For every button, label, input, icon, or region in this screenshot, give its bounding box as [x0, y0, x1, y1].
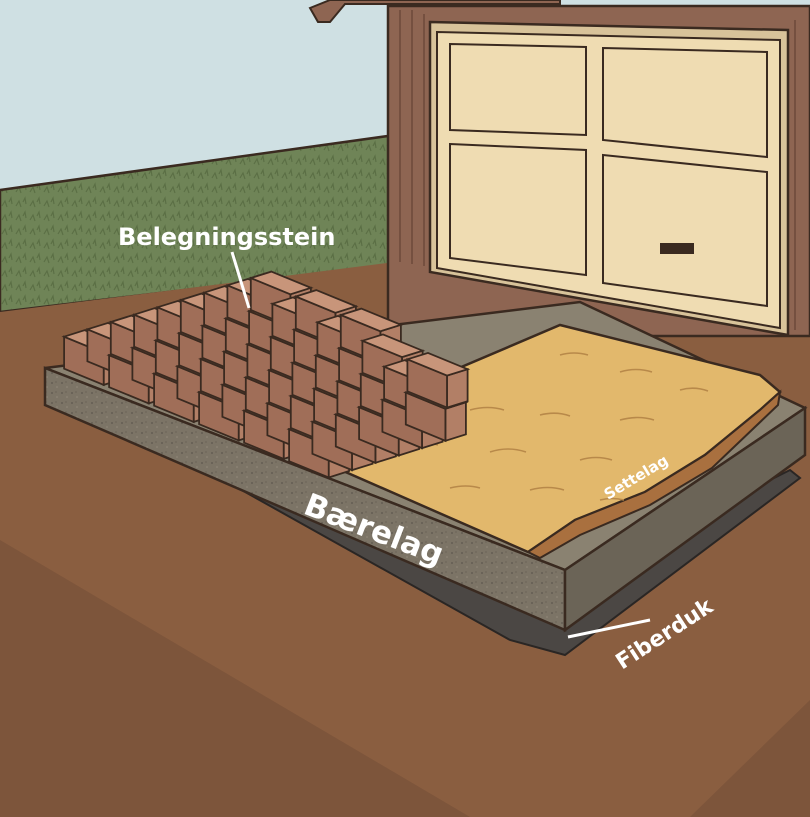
paving-stone-top	[359, 333, 426, 359]
garage-roof-eave	[308, 0, 561, 23]
ground-right-strip	[690, 700, 810, 817]
paving-stone-top	[248, 270, 314, 296]
garage-door-panels	[449, 42, 768, 308]
label-geotextile-pointer	[567, 618, 651, 639]
paving-stone-top	[404, 351, 471, 377]
label-paving-stone: Belegningsstein	[118, 223, 335, 251]
setting-layer-edge	[526, 389, 782, 560]
sand-texture	[409, 352, 709, 501]
paving-stone-top	[338, 307, 404, 333]
paving-stone-top	[293, 289, 359, 314]
paving-stones	[61, 270, 471, 479]
garage-wall-siding	[399, 10, 796, 330]
label-paving-stone-pointer	[230, 251, 251, 309]
ground-foreground	[0, 540, 470, 817]
base-layer-side	[563, 405, 807, 633]
garage-door-handle	[660, 243, 694, 254]
garage	[308, 0, 810, 338]
setting-layer	[297, 323, 782, 560]
label-paving-stone-group: Belegningsstein	[118, 223, 335, 309]
